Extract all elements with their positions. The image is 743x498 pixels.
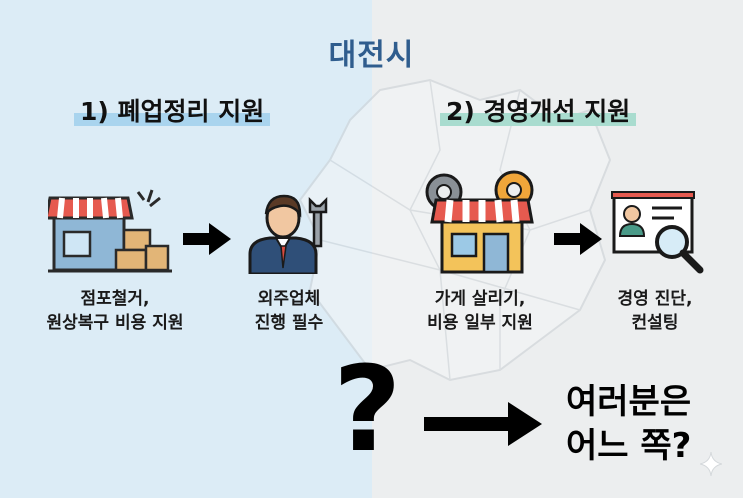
arrow-right-icon <box>183 223 231 255</box>
city-title: 대전시 <box>328 38 415 73</box>
worker-wrench-icon <box>248 194 328 274</box>
arrow-right-icon <box>554 223 602 255</box>
caption-revival: 가게 살리기, 비용 일부 지원 <box>427 289 533 333</box>
heading-highlight <box>74 113 271 126</box>
question-text: 여러분은 어느 쪽? <box>566 382 692 466</box>
sparkle-icon <box>700 452 722 476</box>
store-demolition-icon <box>48 189 172 273</box>
store-gears-icon <box>425 170 534 274</box>
arrow-right-icon <box>424 402 542 446</box>
caption-outsourcing: 외주업체 진행 필수 <box>254 289 324 333</box>
heading-highlight <box>440 113 637 126</box>
section-heading-improvement: 2) 경영개선 지원 <box>440 92 637 128</box>
question-mark: ? <box>333 340 402 478</box>
caption-consulting: 경영 진단, 컨설팅 <box>617 289 693 333</box>
caption-demolition: 점포철거, 원상복구 비용 지원 <box>46 289 184 333</box>
consulting-board-icon <box>611 191 704 274</box>
section-heading-closure: 1) 폐업정리 지원 <box>74 92 271 128</box>
